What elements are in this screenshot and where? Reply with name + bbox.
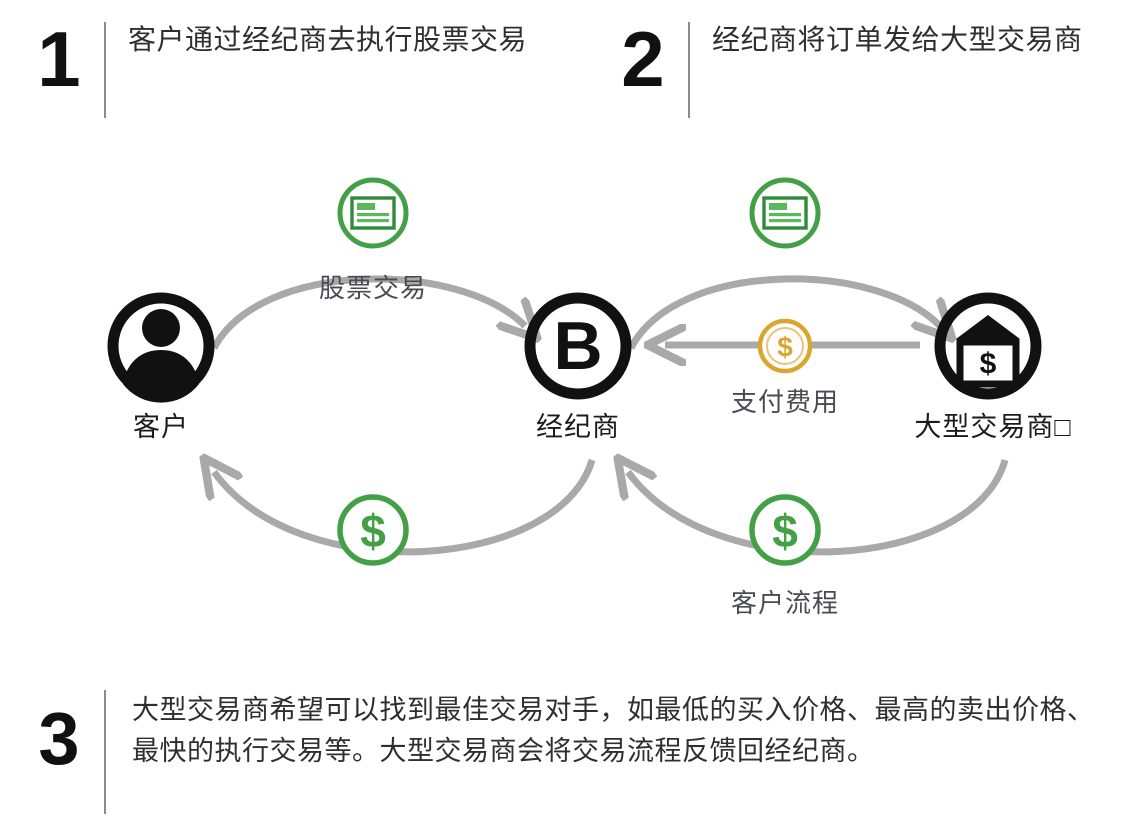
step-text-3: 大型交易商希望可以找到最佳交易对手，如最低的买入价格、最高的卖出价格、最快的执行… — [132, 695, 1095, 766]
step-text-2: 经纪商将订单发给大型交易商 — [712, 25, 1083, 56]
node-broker-icon: B — [524, 292, 632, 400]
arrow-trader-to-broker-flow — [628, 460, 1009, 556]
node-label-broker: 经纪商 — [536, 412, 620, 442]
svg-text:$: $ — [980, 348, 997, 381]
gold-coin-icon: $ — [757, 318, 813, 374]
step-number-1: 1 — [37, 15, 81, 103]
svg-text:$: $ — [360, 505, 386, 557]
step-callout-2: 2 经纪商将订单发给大型交易商 — [612, 15, 1098, 118]
step-callout-3: 3 大型交易商希望可以找到最佳交易对手，如最低的买入价格、最高的卖出价格、最快的… — [28, 690, 1098, 814]
arrow-broker-to-trader — [627, 275, 940, 350]
node-large-trader-icon: $ — [934, 292, 1042, 400]
step-divider-2 — [688, 22, 690, 118]
node-customer-icon — [107, 292, 215, 403]
arrow-broker-to-customer — [214, 460, 596, 556]
node-label-customer: 客户 — [133, 412, 189, 442]
step-callout-1: 1 客户通过经纪商去执行股票交易 — [28, 15, 528, 118]
step-divider-3 — [104, 690, 106, 814]
flow-label-customer-flow: 客户流程 — [730, 589, 839, 618]
green-dollar-icon-right: $ — [749, 494, 821, 566]
step-number-2: 2 — [621, 15, 665, 103]
svg-text:$: $ — [777, 332, 793, 363]
trading-flow-diagram: B $ $ — [0, 150, 1122, 670]
green-document-icon-right — [749, 177, 821, 249]
step-divider-1 — [104, 22, 106, 118]
diagram-canvas: B $ $ — [107, 177, 1042, 566]
green-document-icon-left — [337, 177, 409, 249]
flow-label-stock-trade: 股票交易 — [318, 274, 427, 303]
svg-text:B: B — [553, 308, 602, 384]
node-label-large-trader: 大型交易商□ — [914, 412, 1072, 442]
flow-label-pay-fee: 支付费用 — [730, 388, 839, 417]
arrow-customer-to-broker — [210, 275, 525, 350]
step-text-1: 客户通过经纪商去执行股票交易 — [128, 25, 528, 56]
green-dollar-icon-left: $ — [337, 494, 409, 566]
step-number-3: 3 — [38, 697, 80, 780]
svg-text:$: $ — [772, 505, 798, 557]
